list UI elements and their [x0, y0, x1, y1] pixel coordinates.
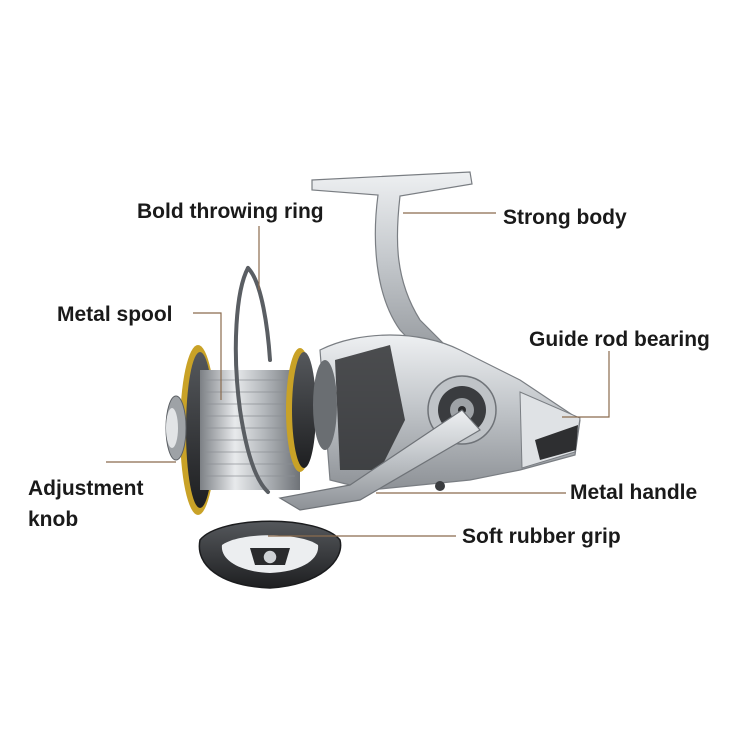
soft-rubber-grip-part [198, 520, 342, 589]
label-strong-body: Strong body [503, 206, 627, 229]
label-metal-spool: Metal spool [57, 303, 173, 326]
leader-metal-spool [193, 312, 222, 400]
leader-lines [106, 212, 610, 537]
leader-guide-rod-bearing [562, 351, 610, 418]
label-guide-rod-bearing: Guide rod bearing [529, 328, 710, 351]
label-bold-throwing-ring: Bold throwing ring [137, 200, 324, 223]
label-soft-rubber-grip: Soft rubber grip [462, 525, 621, 548]
label-adjustment-knob-line2: knob [28, 508, 79, 531]
label-metal-handle: Metal handle [570, 481, 698, 504]
label-adjustment-knob-line1: Adjustment [28, 477, 144, 500]
metal-spool-part [180, 345, 337, 515]
metal-handle-part [278, 409, 481, 511]
adjustment-knob-part [165, 395, 187, 461]
bail-wire [233, 266, 272, 494]
